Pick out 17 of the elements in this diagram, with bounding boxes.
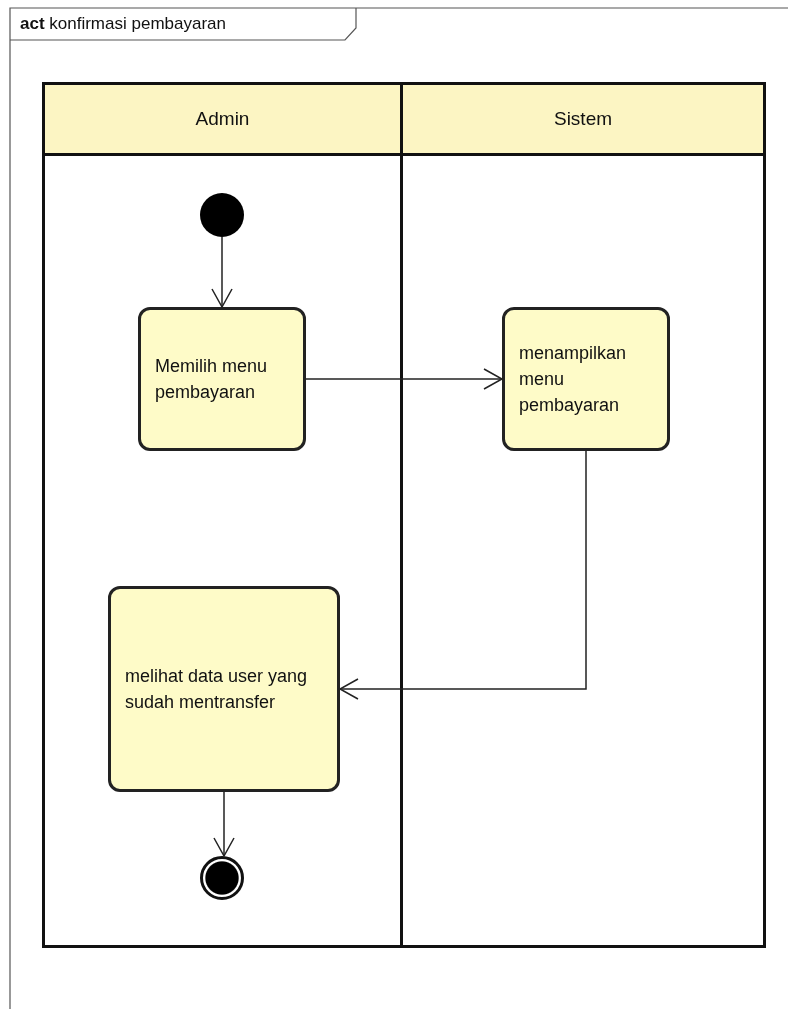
swimlane <box>400 82 766 948</box>
action-box <box>502 307 670 451</box>
arrow <box>339 450 587 700</box>
lane-header: Admin <box>45 85 400 156</box>
action-label: melihat data user yang sudah mentransfer <box>125 665 309 714</box>
action-label: Memilih menu pembayaran <box>155 355 269 404</box>
action-box <box>108 586 340 792</box>
initial-node <box>200 193 244 237</box>
action-box <box>138 307 306 451</box>
diagram-title: act konfirmasi pembayaran <box>20 14 226 34</box>
swimlane <box>42 82 403 948</box>
arrow <box>305 368 503 390</box>
arrow <box>213 791 235 857</box>
arrow <box>211 236 233 308</box>
final-node <box>200 856 244 900</box>
action-label: menampilkan menu pembayaran <box>519 342 628 417</box>
lane-header: Sistem <box>403 85 763 156</box>
